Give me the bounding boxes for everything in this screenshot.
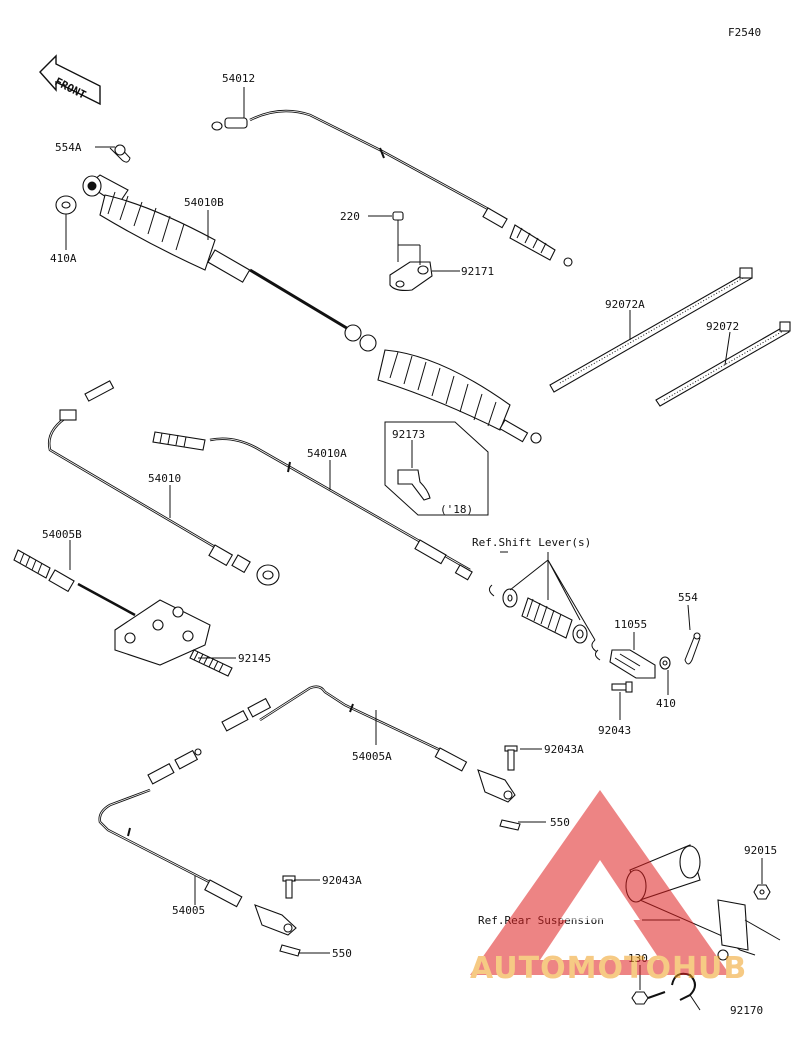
watermark-text: AUTOMOTOHUB <box>470 951 747 986</box>
cable-tie-92072A <box>549 267 753 393</box>
label-550-lower: 550 <box>332 947 352 960</box>
watermark-logo: AUTOMOTOHUB <box>470 790 747 986</box>
label-554A: 554A <box>55 141 82 154</box>
label-54005: 54005 <box>172 904 205 917</box>
pin-92043A-lower <box>282 875 296 899</box>
label-54010: 54010 <box>148 472 181 485</box>
cable-54010 <box>47 380 280 586</box>
washer-410 <box>659 656 671 670</box>
front-arrow-icon: FRONT <box>39 54 101 106</box>
pin-92043A-upper <box>504 745 518 771</box>
figure-code: F2540 <box>728 26 761 39</box>
label-92043: 92043 <box>598 724 631 737</box>
pin-550-lower <box>279 944 301 957</box>
label-92015: 92015 <box>744 844 777 857</box>
clamp-92171 <box>389 211 433 291</box>
label-92043A-lower: 92043A <box>322 874 362 887</box>
label-554: 554 <box>678 591 698 604</box>
cable-54010A <box>152 431 473 581</box>
pin-554A <box>109 144 131 163</box>
cable-tie-92072 <box>655 321 791 407</box>
label-550-upper: 550 <box>550 816 570 829</box>
label-18: ('18) <box>440 503 473 516</box>
label-54012: 54012 <box>222 72 255 85</box>
bolt-130 <box>631 991 666 1005</box>
clip-92173-detail <box>384 421 489 516</box>
cable-54010B <box>82 174 542 444</box>
label-92043A-upper: 92043A <box>544 743 584 756</box>
pin-92043 <box>611 681 633 693</box>
shift-lever-parts <box>488 584 598 653</box>
label-92170: 92170 <box>730 1004 763 1017</box>
cable-54005B <box>13 549 211 666</box>
pin-550-upper <box>499 819 521 831</box>
washer-410A <box>55 195 77 215</box>
label-410: 410 <box>656 697 676 710</box>
label-ref-shift-lever: Ref.Shift Lever(s) <box>472 536 591 549</box>
label-92173: 92173 <box>392 428 425 441</box>
bracket-11055 <box>594 649 656 679</box>
label-54005B: 54005B <box>42 528 82 541</box>
clamp-92170 <box>671 972 696 1001</box>
nut-92015 <box>753 884 771 900</box>
pin-554 <box>684 632 701 665</box>
label-410A: 410A <box>50 252 77 265</box>
label-220: 220 <box>340 210 360 223</box>
label-92171: 92171 <box>461 265 494 278</box>
cable-54005A <box>221 685 516 803</box>
spring-92145 <box>189 649 233 677</box>
label-92145: 92145 <box>238 652 271 665</box>
label-92072A: 92072A <box>605 298 645 311</box>
label-11055: 11055 <box>614 618 647 631</box>
label-54010B: 54010B <box>184 196 224 209</box>
label-54005A: 54005A <box>352 750 392 763</box>
label-92072: 92072 <box>706 320 739 333</box>
cable-54012 <box>211 109 573 267</box>
label-54010A: 54010A <box>307 447 347 460</box>
cable-54005 <box>98 748 297 936</box>
